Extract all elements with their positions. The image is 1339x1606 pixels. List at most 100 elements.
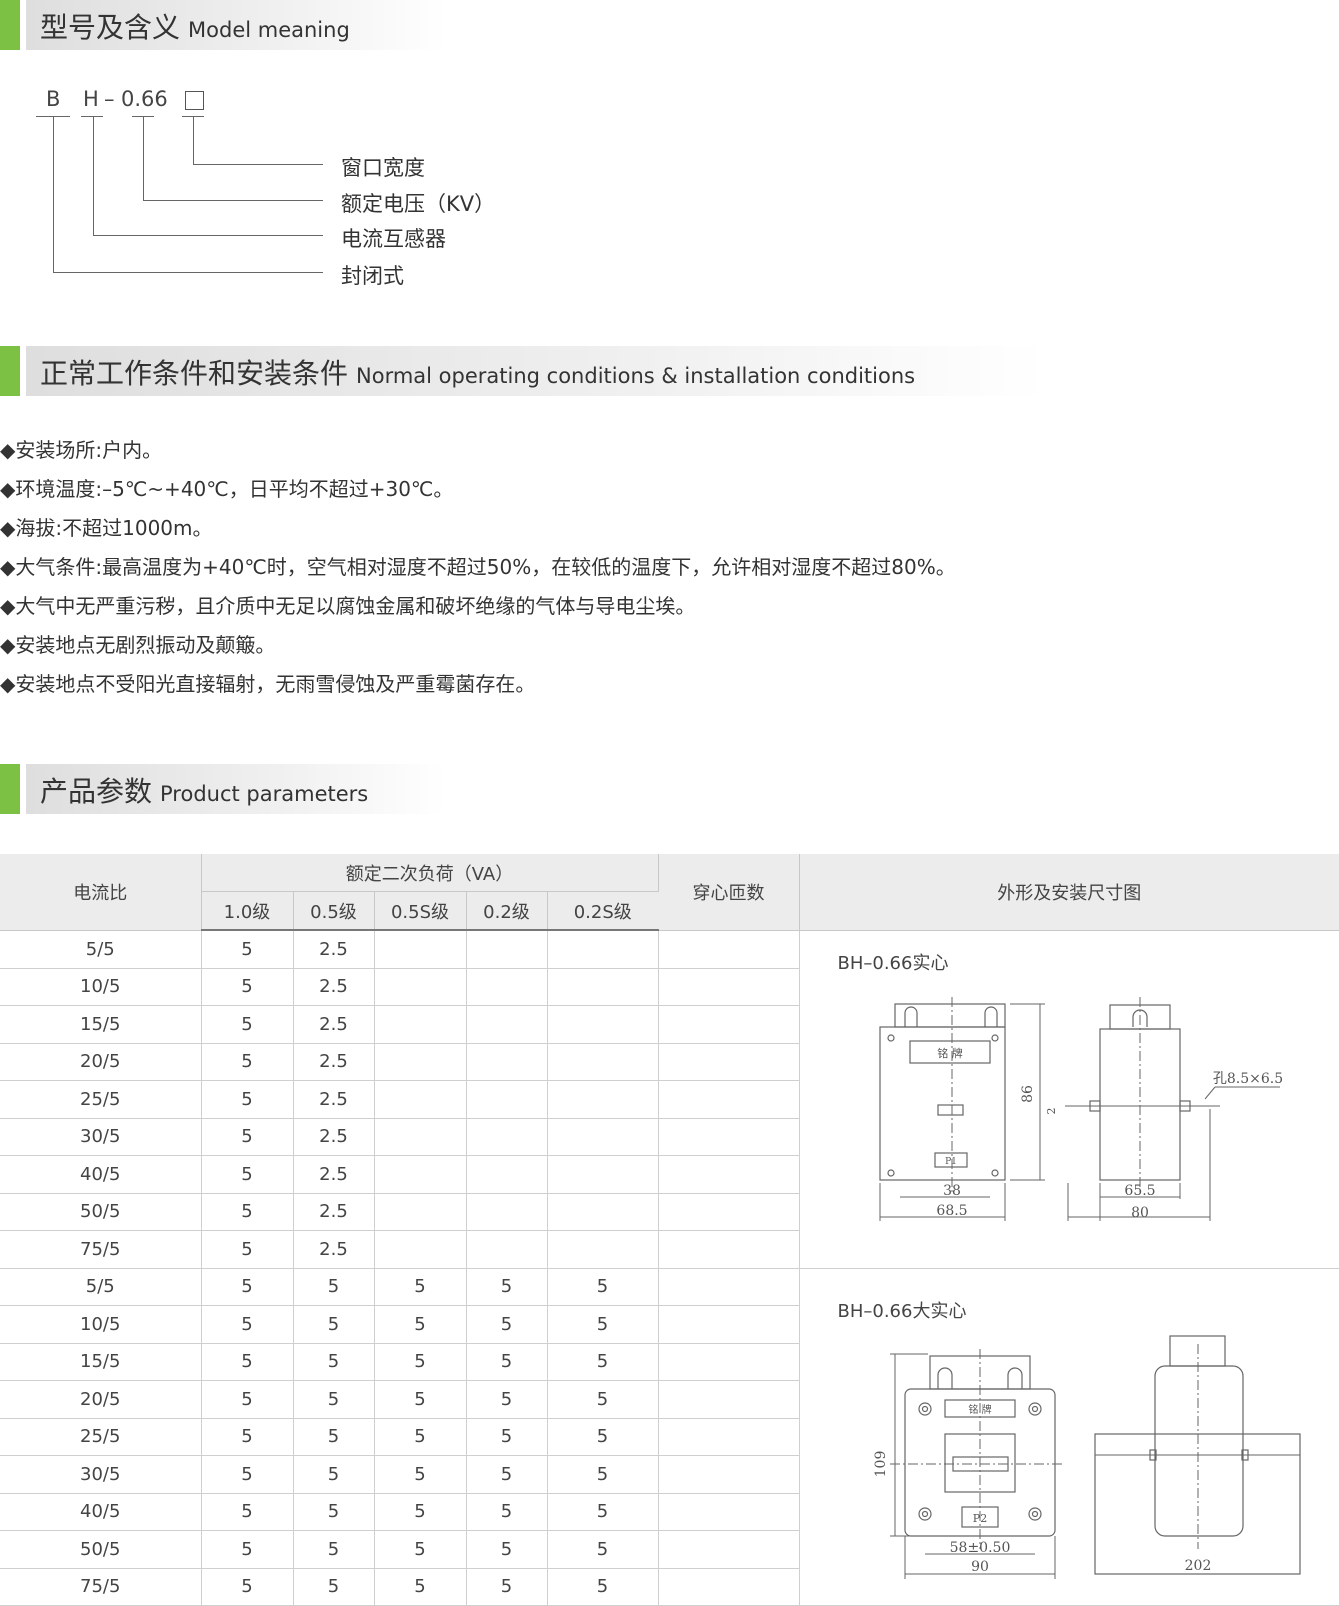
cell-turns [658,1230,800,1269]
header-class-0.5s: 0.5S级 [374,891,467,931]
cell-load: 5 [201,1155,294,1194]
dim-58: 58±0.50 [949,1540,1010,1556]
header-class-0.5: 0.5级 [293,891,375,931]
cell-load: 5 [466,1455,548,1494]
cell-load: 5 [201,1005,294,1044]
header-load: 额定二次负荷（VA） [201,854,659,892]
cell-load [466,1155,548,1194]
cell-ratio: 30/5 [0,1118,202,1156]
condition-item: ◆安装地点无剧烈振动及颠簸。 [0,633,276,657]
cell-load: 5 [547,1380,659,1419]
cell-load: 5 [201,1118,294,1156]
cell-load [374,1155,467,1194]
leader-closed-v [53,116,54,272]
cell-load: 5 [293,1380,375,1419]
section-title-en: Product parameters [160,782,369,806]
cell-load [466,1118,548,1156]
cell-load: 2.5 [293,1080,375,1119]
header-diagram: 外形及安装尺寸图 [799,854,1339,931]
cell-load: 5 [466,1268,548,1306]
cell-load: 5 [466,1305,548,1344]
label-window-width: 窗口宽度 [341,156,425,180]
leader-ct-h [93,235,323,236]
cell-load: 2.5 [293,968,375,1006]
cell-load: 5 [374,1530,467,1569]
cell-load [547,1193,659,1231]
header-class-1.0: 1.0级 [201,891,294,931]
cell-load: 5 [201,930,294,969]
cell-load: 5 [201,1193,294,1231]
model-code-h: H [83,87,99,111]
dim-hole: 孔8.5×6.5 [1212,1071,1282,1087]
nameplate-box [908,1039,991,1064]
cell-turns [658,1305,800,1344]
cell-ratio: 5/5 [0,930,202,969]
cell-load [374,1005,467,1044]
label-current-transformer: 电流互感器 [341,227,446,251]
cell-load: 2.5 [293,1155,375,1194]
cell-load [547,1005,659,1044]
cell-load [374,930,467,969]
cell-load [547,930,659,969]
window-slot [936,1103,964,1116]
cell-load: 5 [201,1080,294,1119]
terminal-label: P1 [945,1157,957,1167]
leader-voltage-v [143,116,144,200]
cell-load: 5 [374,1493,467,1531]
cell-load: 5 [201,1268,294,1306]
cell-load: 5 [466,1343,548,1381]
section-accent-bar [0,764,20,814]
cell-ratio: 10/5 [0,968,202,1006]
cell-load: 5 [201,1530,294,1569]
section-header-background [26,764,446,814]
cell-load [374,1043,467,1081]
dim-80: 80 [1131,1205,1149,1221]
cell-load: 5 [374,1343,467,1381]
cell-load [547,1155,659,1194]
cell-load: 2.5 [293,1005,375,1044]
parameters-table: 电流比 额定二次负荷（VA） 穿心匝数 外形及安装尺寸图 1.0级 0.5级 0… [0,854,1339,1606]
section-header-background [26,0,446,50]
cell-load: 5 [466,1493,548,1531]
cell-load: 5 [293,1418,375,1456]
dim-90: 90 [971,1559,989,1575]
cell-load [547,968,659,1006]
cell-ratio: 40/5 [0,1155,202,1194]
condition-item: ◆环境温度:–5℃~+40℃，日平均不超过+30℃。 [0,477,454,501]
cell-load: 5 [293,1268,375,1306]
section-accent-bar [0,0,20,50]
cell-load: 5 [547,1455,659,1494]
cell-turns [658,1155,800,1194]
cell-load: 5 [374,1418,467,1456]
diagram-title: BH–0.66大实心 [837,1300,967,1322]
header-class-0.2s: 0.2S级 [547,891,658,931]
cell-turns [658,930,800,969]
condition-item: ◆安装地点不受阳光直接辐射，无雨雪侵蚀及严重霉菌存在。 [0,672,536,696]
cell-load: 2.5 [293,1118,375,1156]
cell-load: 5 [201,1455,294,1494]
cell-turns [658,968,800,1006]
cell-load: 5 [466,1418,548,1456]
dim-68.5: 68.5 [936,1203,967,1219]
front-top-bracket [893,1002,1006,1028]
terminal-box [933,1151,968,1168]
cell-turns [658,1080,800,1119]
cell-load [374,1118,467,1156]
section-accent-bar [0,346,20,396]
cell-load: 5 [374,1268,467,1306]
